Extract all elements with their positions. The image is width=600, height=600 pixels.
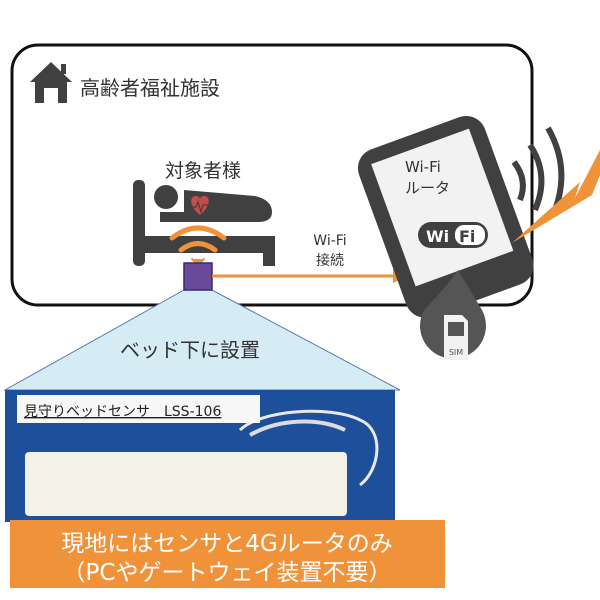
banner-line1: 現地にはセンサと4Gルータのみ <box>61 531 392 557</box>
sensor-device <box>183 262 213 291</box>
banner <box>10 520 445 588</box>
router-device <box>357 115 534 318</box>
sim-icon: SIM <box>419 270 486 360</box>
lightning-icon <box>512 150 600 243</box>
product-label: 見守りベッドセンサ LSS-106 <box>24 404 221 420</box>
svg-text:SIM: SIM <box>449 348 463 357</box>
connection-line1: Wi-Fi <box>313 233 346 249</box>
sensor-photo <box>25 452 347 516</box>
subject-label: 対象者様 <box>165 160 241 182</box>
heart-icon <box>191 196 209 215</box>
banner-line2: （PCやゲートウェイ装置不要） <box>63 560 392 586</box>
placement-label: ベッド下に設置 <box>120 338 260 362</box>
router-line2: ルータ <box>405 179 450 197</box>
wifi-logo-icon: Wi Fi <box>418 222 488 248</box>
router-line1: Wi-Fi <box>405 158 441 176</box>
product-label-box <box>17 395 260 423</box>
facility-title: 高齢者福祉施設 <box>80 76 220 100</box>
connection-line2: 接続 <box>316 252 344 269</box>
svg-text:Fi: Fi <box>459 227 475 246</box>
house-icon <box>30 62 72 103</box>
svg-text:Wi: Wi <box>426 227 449 246</box>
